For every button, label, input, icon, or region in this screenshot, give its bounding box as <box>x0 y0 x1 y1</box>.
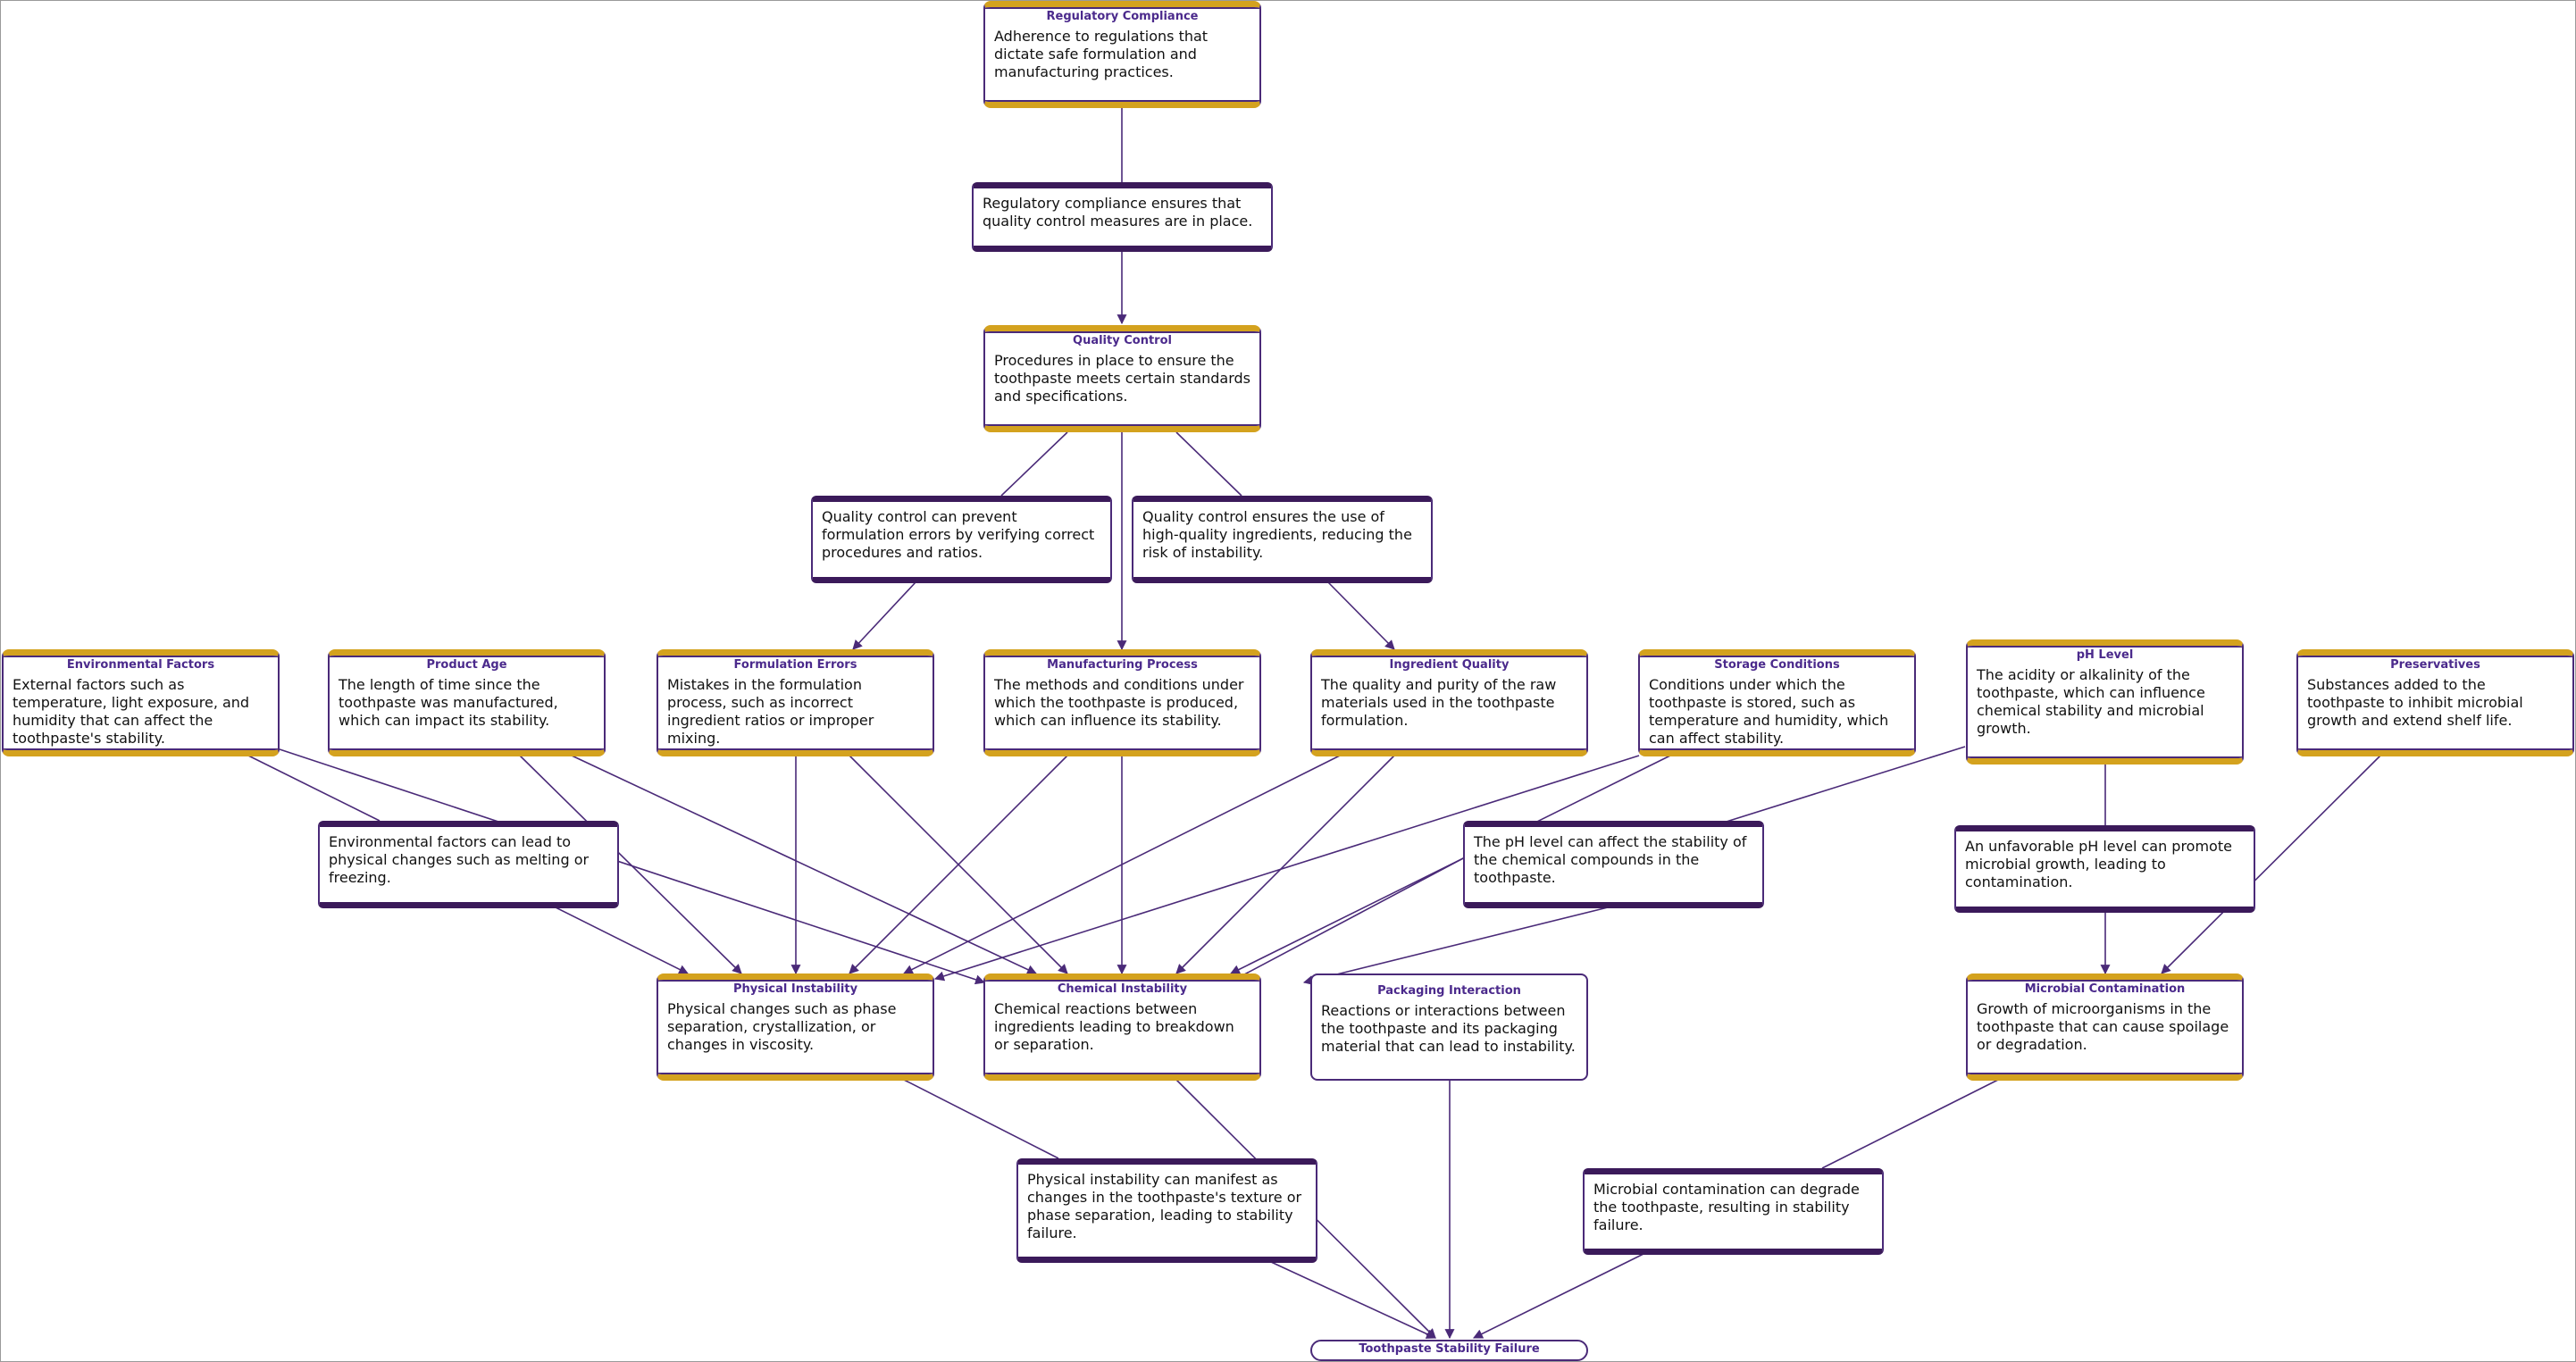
node-title: Chemical Instability <box>1057 982 1188 996</box>
edge-qc-to-formulation-note <box>1000 431 1068 497</box>
edge-ph-note-to-chemical-2 <box>1302 907 1609 985</box>
node-formulation-errors[interactable]: Formulation Errors Mistakes in the formu… <box>657 649 934 756</box>
edge-age-to-physical <box>519 755 742 974</box>
relation-env-to-physical[interactable]: Environmental factors can lead to physic… <box>318 821 619 908</box>
node-description: The length of time since the toothpaste … <box>339 676 558 729</box>
node-title: Microbial Contamination <box>2024 982 2186 996</box>
edge-physical-note-to-failure <box>1270 1261 1436 1339</box>
node-description: Mistakes in the formulation process, suc… <box>667 676 874 747</box>
relation-text: Environmental factors can lead to physic… <box>329 833 590 886</box>
relation-text: Regulatory compliance ensures that quali… <box>983 195 1253 230</box>
node-description: Procedures in place to ensure the toothp… <box>994 352 1251 405</box>
relation-text: Microbial contamination can degrade the … <box>1593 1181 1860 1233</box>
edge-env-to-note <box>247 755 381 822</box>
edge-microbial-to-note <box>1821 1079 1999 1169</box>
node-description: Physical changes such as phase separatio… <box>667 1000 897 1053</box>
node-title: Quality Control <box>1073 334 1172 347</box>
relation-qc-to-ingredients[interactable]: Quality control ensures the use of high-… <box>1132 496 1433 583</box>
relation-text: Quality control can prevent formulation … <box>822 508 1095 561</box>
node-title: pH Level <box>2076 648 2134 662</box>
node-title: Product Age <box>426 658 507 672</box>
node-description: The quality and purity of the raw materi… <box>1321 676 1557 729</box>
node-description: Growth of microorganisms in the toothpas… <box>1977 1000 2229 1053</box>
node-title: Formulation Errors <box>733 658 857 672</box>
relation-text: An unfavorable pH level can promote micr… <box>1965 838 2232 890</box>
edge-ph-to-chemical-note <box>1714 746 1966 826</box>
node-physical-instability[interactable]: Physical Instability Physical changes su… <box>657 973 934 1081</box>
relation-microbial-to-failure[interactable]: Microbial contamination can degrade the … <box>1583 1168 1884 1255</box>
edge-qc-to-ingredients-note <box>1175 431 1242 497</box>
relation-text: The pH level can affect the stability of… <box>1474 833 1747 886</box>
edge-preservatives-to-microbial <box>2161 755 2381 974</box>
node-ingredient-quality[interactable]: Ingredient Quality The quality and purit… <box>1310 649 1588 756</box>
node-title: Packaging Interaction <box>1377 984 1521 998</box>
node-description: Substances added to the toothpaste to in… <box>2307 676 2523 729</box>
node-title: Regulatory Compliance <box>1046 10 1199 23</box>
node-quality-control[interactable]: Quality Control Procedures in place to e… <box>983 325 1261 432</box>
edge-ingredients-to-physical <box>903 755 1341 974</box>
node-description: Chemical reactions between ingredients l… <box>994 1000 1234 1053</box>
node-product-age[interactable]: Product Age The length of time since the… <box>328 649 606 756</box>
edge-env-note-to-physical <box>555 907 689 974</box>
relation-physical-to-failure[interactable]: Physical instability can manifest as cha… <box>1016 1158 1317 1263</box>
node-description: The methods and conditions under which t… <box>994 676 1244 729</box>
node-chemical-instability[interactable]: Chemical Instability Chemical reactions … <box>983 973 1261 1081</box>
node-packaging-interaction[interactable]: Packaging Interaction Reactions or inter… <box>1310 973 1588 1081</box>
node-title: Ingredient Quality <box>1389 658 1510 672</box>
node-preservatives[interactable]: Preservatives Substances added to the to… <box>2296 649 2574 756</box>
node-regulatory-compliance[interactable]: Regulatory Compliance Adherence to regul… <box>983 1 1261 108</box>
node-title: Preservatives <box>2390 658 2480 672</box>
node-title: Physical Instability <box>732 982 858 996</box>
node-storage-conditions[interactable]: Storage Conditions Conditions under whic… <box>1638 649 1916 756</box>
edge-physical-to-note <box>903 1079 1059 1159</box>
edge-storage-to-physical <box>933 755 1640 982</box>
node-description: Reactions or interactions between the to… <box>1321 1002 1576 1055</box>
node-manufacturing-process[interactable]: Manufacturing Process The methods and co… <box>983 649 1261 756</box>
relation-reg-to-qc[interactable]: Regulatory compliance ensures that quali… <box>972 182 1273 252</box>
node-environmental-factors[interactable]: Environmental Factors External factors s… <box>2 649 280 756</box>
node-description: External factors such as temperature, li… <box>13 676 250 747</box>
relation-text: Physical instability can manifest as cha… <box>1027 1171 1302 1241</box>
relation-qc-to-formulation[interactable]: Quality control can prevent formulation … <box>811 496 1112 583</box>
node-title: Storage Conditions <box>1714 658 1840 672</box>
edge-age-to-chemical <box>571 755 1037 974</box>
relation-text: Quality control ensures the use of high-… <box>1142 508 1412 561</box>
node-description: Conditions under which the toothpaste is… <box>1649 676 1889 747</box>
node-description: Adherence to regulations that dictate sa… <box>994 28 1209 80</box>
edge-formulation-note-to-errors <box>852 581 916 650</box>
node-ph-level[interactable]: pH Level The acidity or alkalinity of th… <box>1966 639 2244 765</box>
node-description: The acidity or alkalinity of the toothpa… <box>1977 666 2205 737</box>
edge-ph-note-to-chemical <box>1232 856 1466 982</box>
node-title: Manufacturing Process <box>1047 658 1198 672</box>
edge-ingredients-to-chemical <box>1175 755 1395 974</box>
relation-ph-to-microbial[interactable]: An unfavorable pH level can promote micr… <box>1954 825 2255 913</box>
node-title: Toothpaste Stability Failure <box>1359 1342 1540 1356</box>
relation-ph-to-chemical[interactable]: The pH level can affect the stability of… <box>1463 821 1764 908</box>
node-title: Environmental Factors <box>66 658 215 672</box>
edge-microbial-note-to-failure <box>1473 1253 1644 1339</box>
edge-ingredients-note-to-quality <box>1327 581 1395 650</box>
edge-manufacturing-to-physical <box>849 755 1068 974</box>
node-microbial-contamination[interactable]: Microbial Contamination Growth of microo… <box>1966 973 2244 1081</box>
node-toothpaste-stability-failure[interactable]: Toothpaste Stability Failure <box>1310 1340 1588 1361</box>
